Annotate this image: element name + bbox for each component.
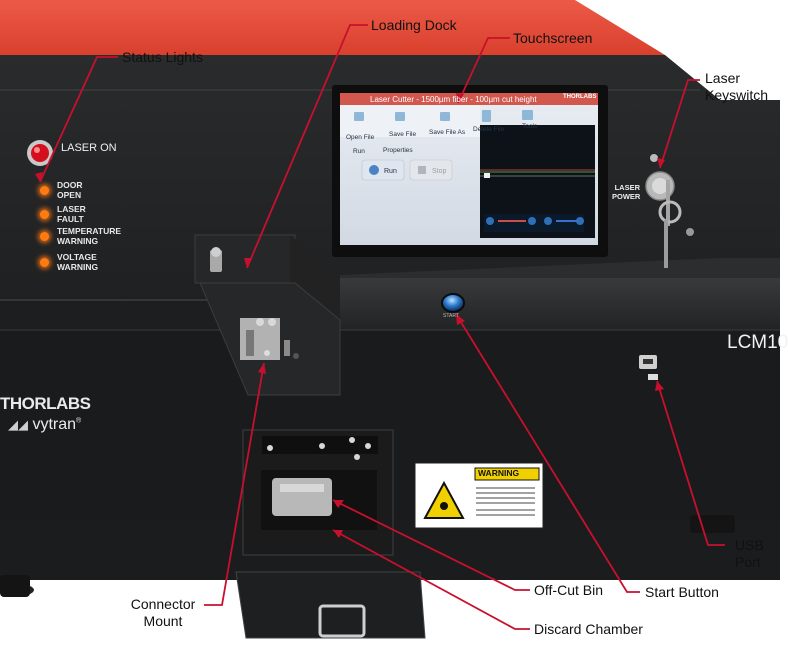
touchscreen-title: Laser Cutter - 1500µm fiber - 100µm cut … (370, 95, 537, 104)
callout-connector-mount: Connector Mount (130, 596, 196, 629)
toolbar-tools[interactable]: Tools (522, 123, 538, 130)
top-cover (0, 0, 665, 55)
status-light-temperature-warning: TEMPERATURE WARNING (40, 226, 122, 246)
toolbar-open-file[interactable]: Open File (346, 134, 375, 141)
right-shelf (340, 275, 780, 330)
run-button[interactable]: Run (384, 168, 397, 175)
stop-button[interactable]: Stop (432, 168, 447, 175)
touchscreen-logo: THORLABS (563, 94, 597, 100)
line-discard (332, 529, 530, 630)
callout-off-cut-bin: Off-Cut Bin (534, 582, 603, 598)
led-icon (40, 186, 49, 195)
status-light-laser-fault: LASER FAULT (40, 204, 86, 224)
led-icon (40, 210, 49, 219)
laser-on-label: LASER ON (61, 142, 117, 154)
line-loading-dock (246, 24, 368, 269)
warning-label-header: WARNING (478, 468, 520, 478)
status-label: VOLTAGE WARNING (57, 252, 99, 272)
callout-touchscreen: Touchscreen (513, 30, 593, 46)
status-label: DOOR OPEN (57, 180, 83, 200)
toolbar-save-file[interactable]: Save File (389, 131, 417, 138)
brand-logo: THORLABS (0, 394, 91, 413)
callout-lines (39, 24, 725, 630)
line-start (455, 313, 640, 593)
status-label: LASER FAULT (57, 204, 86, 224)
status-label: TEMPERATURE WARNING (57, 226, 122, 246)
callout-loading-dock: Loading Dock (371, 17, 457, 33)
vytran-logo: ◢◢ vytran® (8, 416, 82, 433)
toolbar-save-file-as[interactable]: Save File As (429, 129, 466, 136)
callout-usb-port: USB Port (735, 537, 764, 570)
led-icon (40, 258, 49, 267)
tab-run[interactable]: Run (353, 148, 365, 155)
line-touchscreen (457, 37, 510, 104)
led-icon (40, 232, 49, 241)
keyswitch-led (650, 154, 658, 162)
status-light-door-open: DOOR OPEN (40, 180, 83, 200)
line-connector-top (204, 362, 265, 606)
model-label: LCM10 (727, 332, 788, 353)
tab-properties[interactable]: Properties (383, 147, 413, 154)
status-light-voltage-warning: VOLTAGE WARNING (40, 252, 99, 272)
line-offcut (332, 499, 530, 591)
vytran-mark-icon: ◢◢ (8, 417, 28, 432)
callout-status-lights: Status Lights (122, 49, 203, 65)
callout-laser-keyswitch: Laser Keyswitch (705, 70, 769, 103)
start-label: START (443, 313, 459, 319)
line-keyswitch (659, 79, 700, 169)
off-cut-bin (272, 478, 332, 516)
toolbar-delete-file[interactable]: Delete File (473, 126, 505, 133)
callout-start-button: Start Button (645, 584, 719, 600)
callout-discard-chamber: Discard Chamber (534, 621, 643, 637)
line-status-lights (39, 56, 118, 183)
line-usb (656, 380, 725, 546)
start-button (441, 293, 465, 313)
